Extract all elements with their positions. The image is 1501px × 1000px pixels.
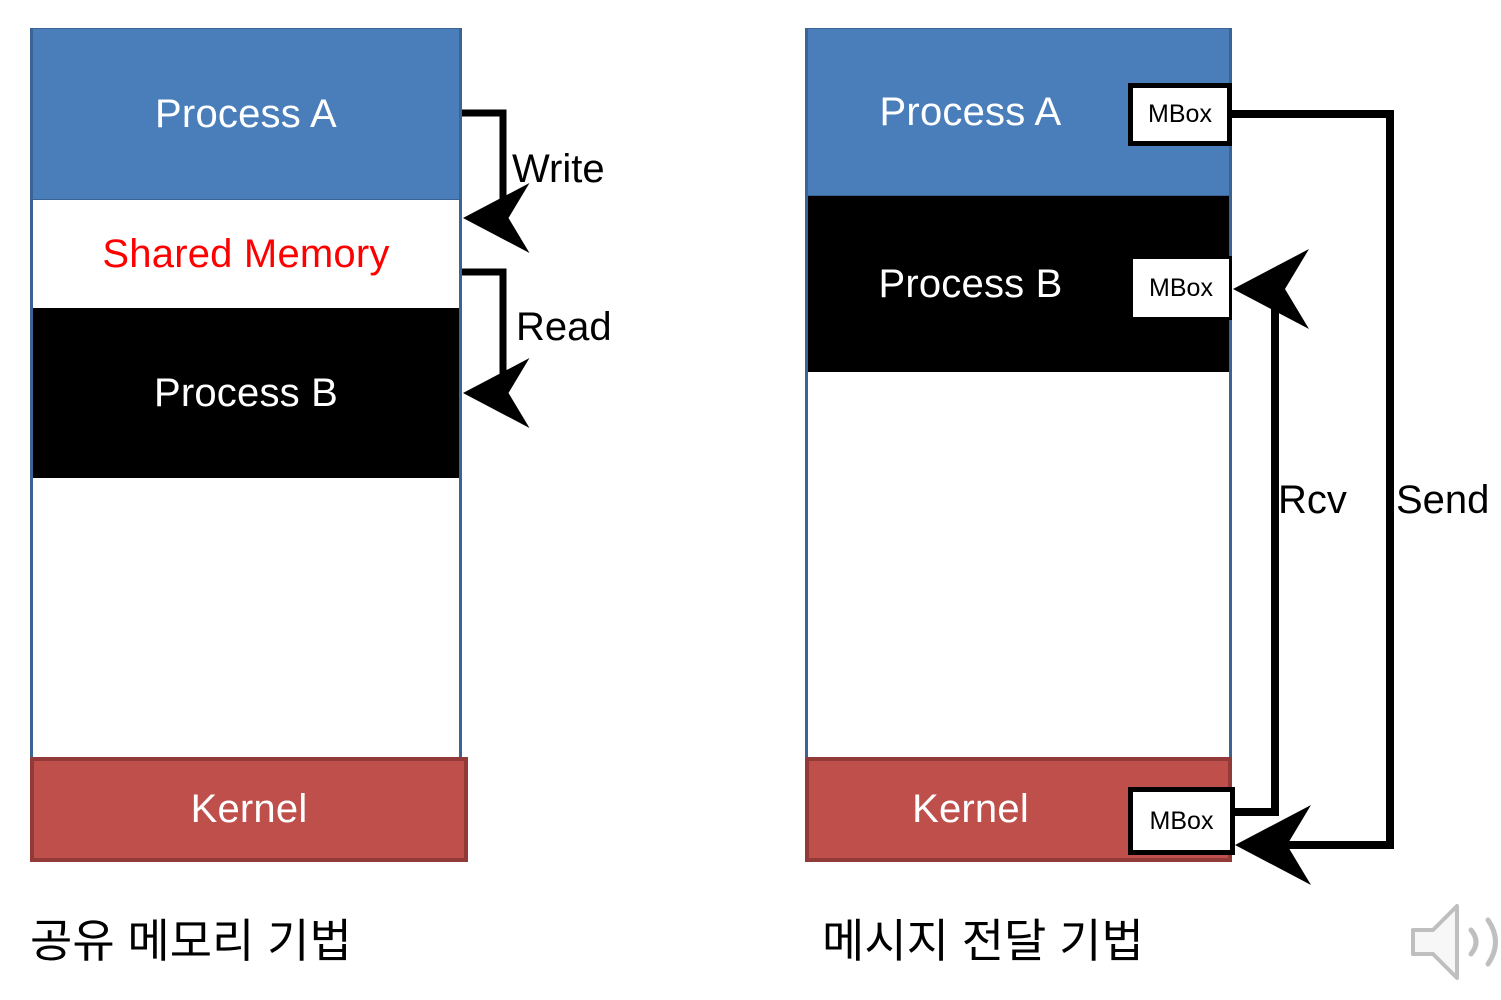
arrow-label-read: Read <box>516 305 612 349</box>
left-block-process-a-label: Process A <box>155 91 337 136</box>
arrow-label-rcv: Rcv <box>1278 478 1347 522</box>
speaker-wave-inner-icon <box>1468 927 1479 957</box>
left-block-process-b-label: Process B <box>153 370 339 415</box>
arrow-write <box>462 109 530 253</box>
mbox-kernel-label: MBox <box>1149 806 1214 835</box>
left-block-shared-memory-label: Shared Memory <box>102 231 390 276</box>
mbox-kernel[interactable]: MBox <box>1128 787 1235 855</box>
right-block-process-b-label: Process B <box>878 261 1063 306</box>
left-block-kernel: Kernel <box>30 757 468 862</box>
left-diagram-caption: 공유 메모리 기법 <box>30 915 352 967</box>
arrow-rcv <box>1233 249 1309 816</box>
mbox-process-a[interactable]: MBox <box>1128 83 1232 146</box>
mbox-process-b[interactable]: MBox <box>1130 256 1232 320</box>
left-block-free-memory <box>33 478 459 757</box>
arrow-read <box>462 268 530 428</box>
arrow-label-send: Send <box>1396 478 1490 522</box>
right-block-free-memory <box>808 372 1229 757</box>
left-block-process-a: Process A <box>30 28 462 200</box>
mbox-process-b-label: MBox <box>1149 273 1213 302</box>
left-block-shared-memory: Shared Memory <box>33 200 459 308</box>
arrow-send <box>1232 110 1394 885</box>
right-block-process-a-label: Process A <box>879 89 1062 134</box>
speaker-icon[interactable] <box>1395 892 1501 992</box>
right-diagram-caption: 메시지 전달 기법 <box>822 915 1144 967</box>
left-block-process-b: Process B <box>30 308 462 478</box>
mbox-process-a-label: MBox <box>1148 100 1212 128</box>
speaker-body-icon <box>1411 904 1459 980</box>
left-block-kernel-label: Kernel <box>190 787 308 831</box>
speaker-wave-outer-icon <box>1485 917 1498 967</box>
right-block-kernel-label: Kernel <box>912 787 1029 831</box>
